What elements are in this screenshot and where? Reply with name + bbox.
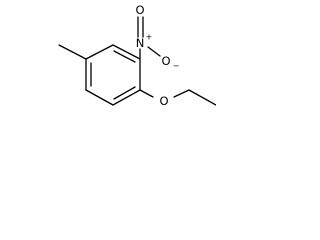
nitro-nitrogen-atom: N +: [136, 33, 153, 51]
nitro-oxygen-minus-charge: −: [173, 62, 180, 71]
ring-bond-c3-c4: [112, 89, 141, 106]
bond-ch2-to-ch3: [188, 89, 216, 106]
ether-oxygen-label: O: [159, 94, 168, 108]
nitro-oxygen-top-atom: O: [135, 3, 144, 17]
ring-bond-c1-c2: [112, 44, 141, 60]
ether-oxygen-atom: O: [159, 94, 168, 108]
structure-diagram: N + O O − O: [58, 3, 216, 108]
ring-bond-c6-c1: [85, 44, 114, 60]
ring-double-bond-c3-c4: [113, 86, 136, 100]
bond-nitro-n-o-single: [147, 46, 161, 57]
bond-ether-o-to-ch2: [173, 89, 190, 98]
nitro-nitrogen-charge: +: [146, 33, 153, 42]
ring-bond-c4-c5: [85, 89, 114, 106]
nitro-oxygen-top-label: O: [135, 3, 144, 17]
bond-ring-to-ether-o: [139, 89, 154, 98]
nitro-oxygen-minus-atom: O −: [161, 54, 179, 71]
nitro-oxygen-minus-label: O: [161, 54, 170, 68]
nitro-nitrogen-label: N: [136, 36, 145, 50]
ring-double-bond-c1-c2: [113, 50, 136, 63]
methyl-bond: [58, 44, 87, 60]
